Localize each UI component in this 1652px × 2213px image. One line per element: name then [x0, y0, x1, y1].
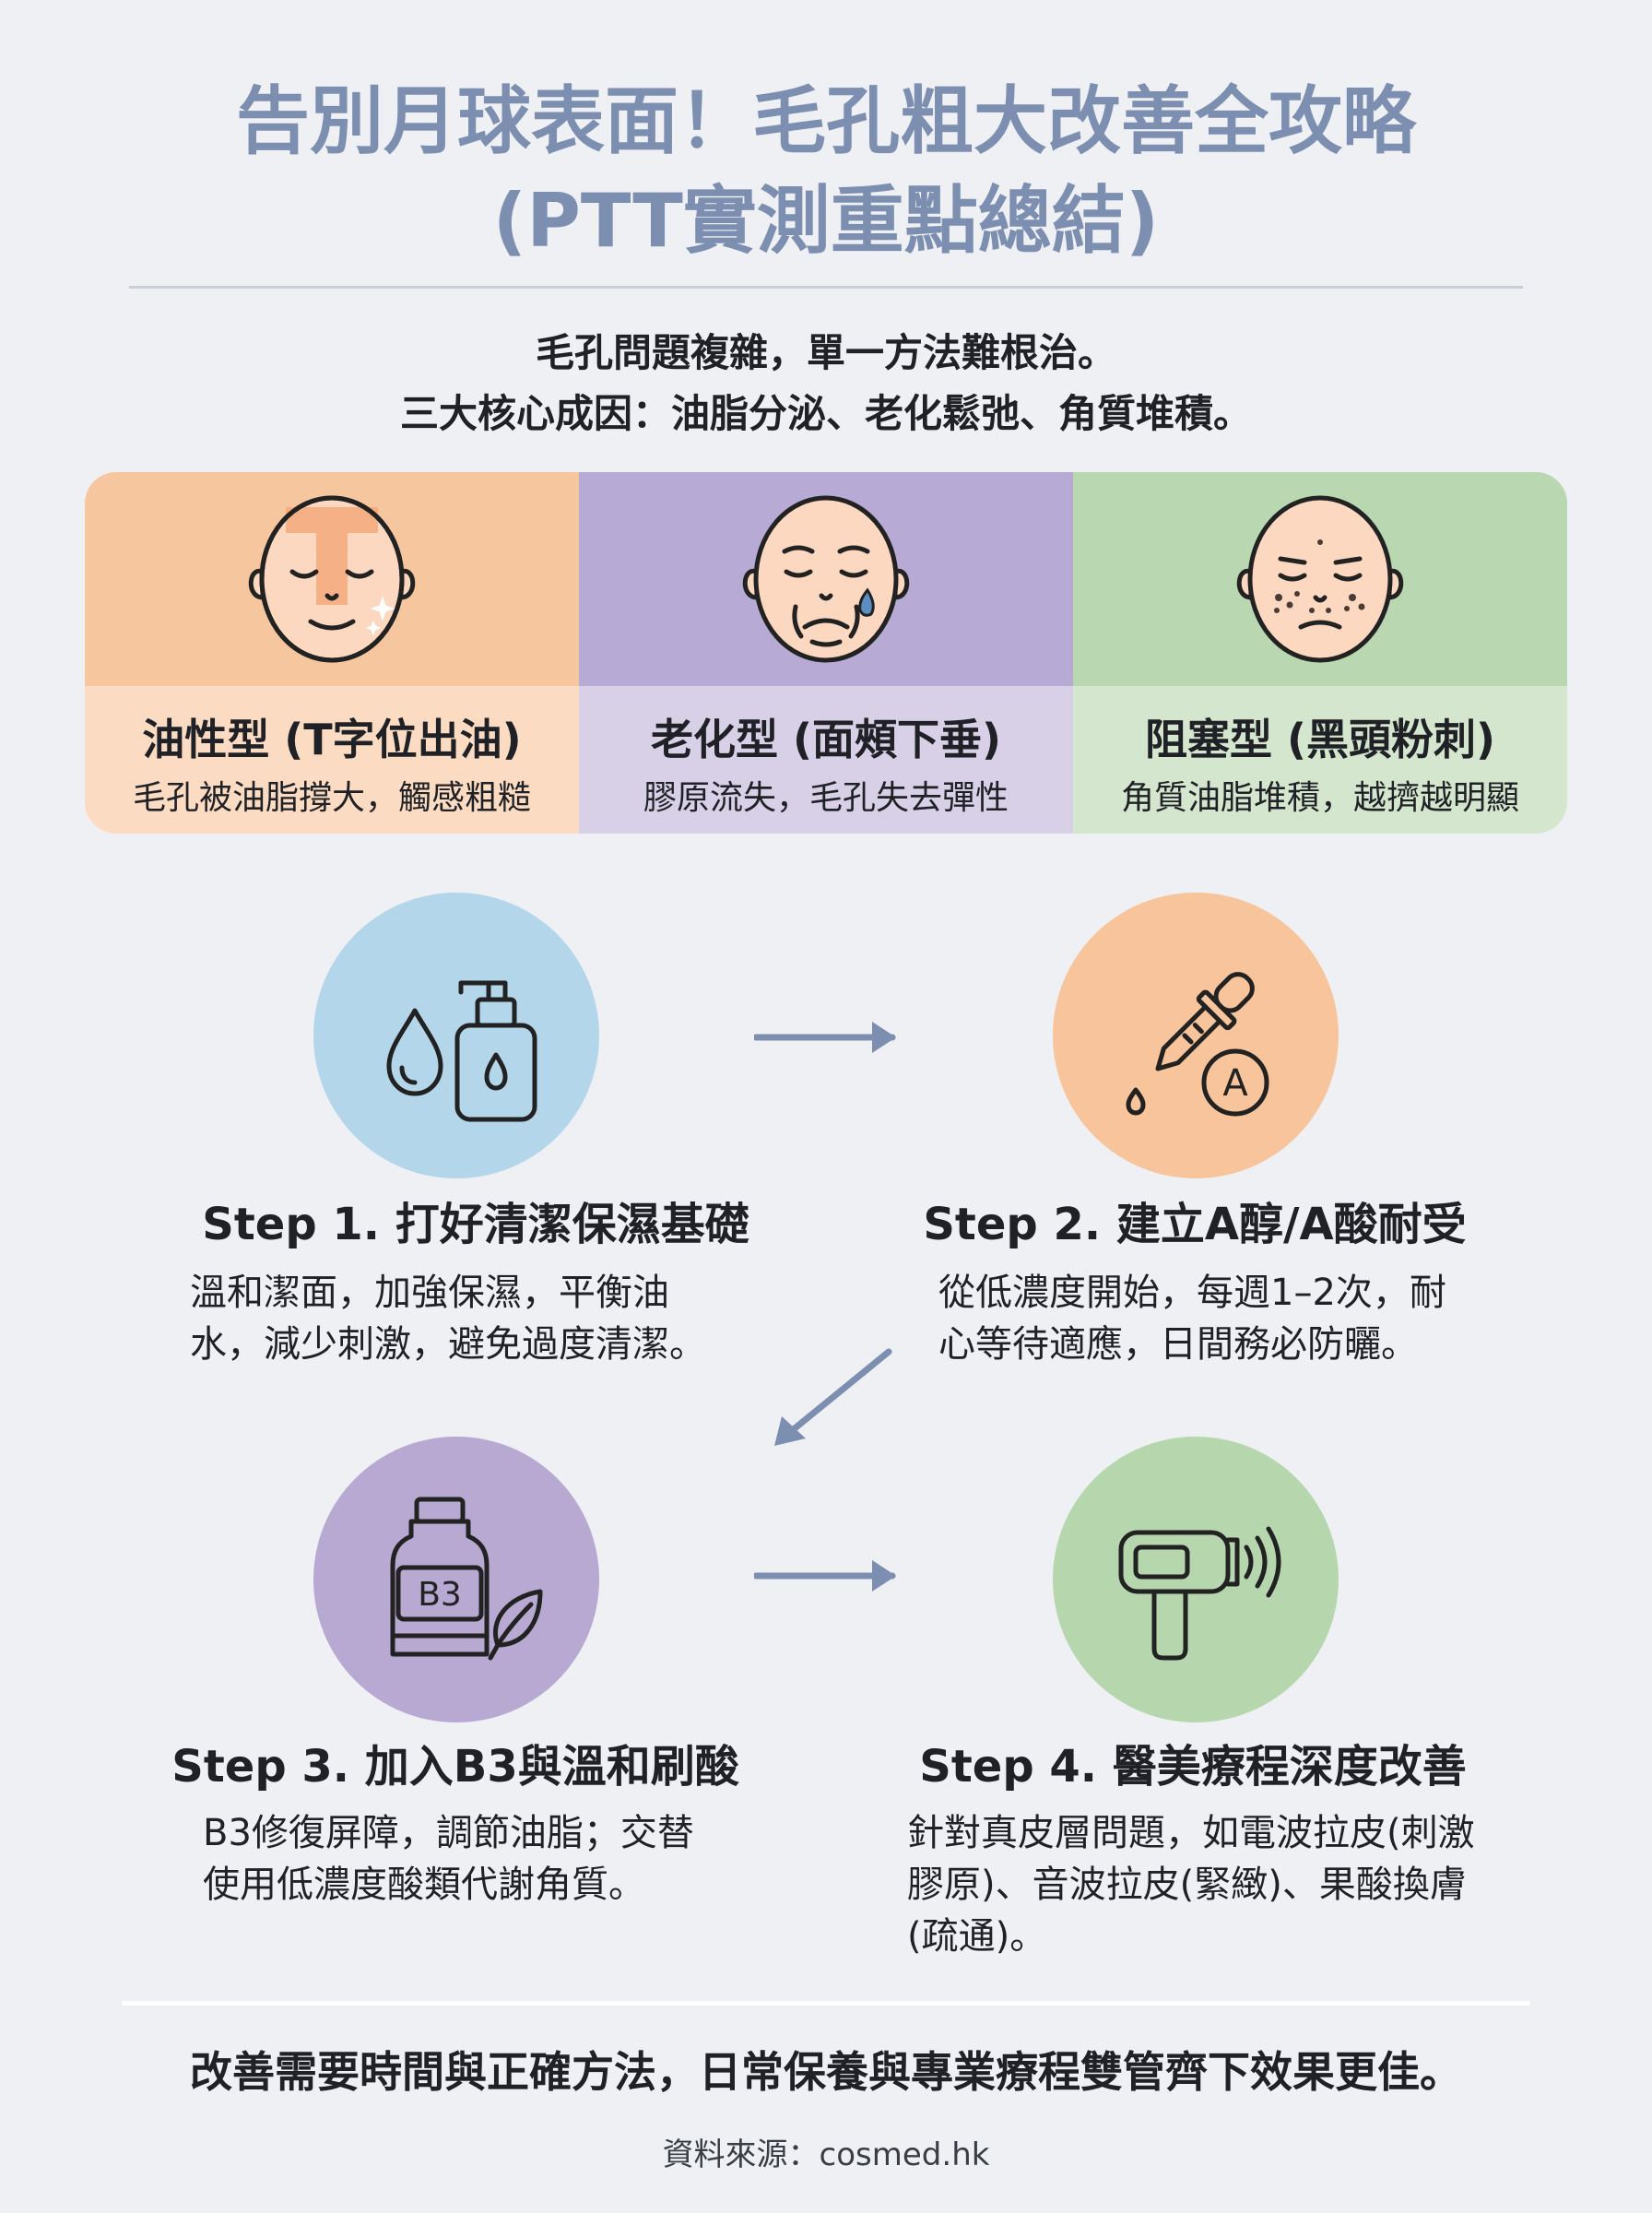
type-name: 油性型 (T字位出油) [142, 715, 522, 764]
arrow-right-icon [754, 1560, 896, 1592]
badge-text: A [1222, 1062, 1248, 1105]
oily-type-text: 油性型 (T字位出油) 毛孔被油脂撐大，觸感粗糙 [85, 686, 579, 834]
step-1-circle [313, 893, 599, 1178]
intro-line-1: 毛孔問題複雜，單一方法難根治。 [535, 330, 1116, 375]
type-desc: 膠原流失，毛孔失去彈性 [643, 779, 1009, 817]
step-3-title: Step 3. 加入B3與溫和刷酸 [171, 1741, 739, 1793]
step-4-title: Step 4. 醫美療程深度改善 [919, 1741, 1467, 1793]
type-desc: 角質油脂堆積，越擠越明顯 [1120, 779, 1519, 817]
step-1-desc-line-1: 溫和潔面，加強保濕，平衡油 [190, 1272, 669, 1314]
clogged-type-text: 阻塞型 (黑頭粉刺) 角質油脂堆積，越擠越明顯 [1073, 686, 1567, 834]
title-line-1: 告別月球表面！毛孔粗大改善全攻略 [236, 78, 1416, 164]
title-divider [129, 286, 1523, 289]
pore-type-clogged: 阻塞型 (黑頭粉刺) 角質油脂堆積，越擠越明顯 [1073, 472, 1567, 834]
pore-types-panel: 油性型 (T字位出油) 毛孔被油脂撐大，觸感粗糙 [85, 472, 1567, 834]
type-name: 阻塞型 (黑頭粉刺) [1144, 715, 1496, 764]
pore-type-oily: 油性型 (T字位出油) 毛孔被油脂撐大，觸感粗糙 [85, 472, 579, 834]
intro-line-2: 三大核心成因：油脂分泌、老化鬆弛、角質堆積。 [399, 391, 1252, 436]
step-1-title: Step 1. 打好清潔保濕基礎 [202, 1199, 749, 1250]
conclusion-text: 改善需要時間與正確方法，日常保養與專業療程雙管齊下效果更佳。 [190, 2047, 1462, 2097]
pore-type-aging: 老化型 (面頰下垂) 膠原流失，毛孔失去彈性 [579, 472, 1073, 834]
badge-text: B3 [418, 1576, 462, 1614]
step-1-desc: 溫和潔面，加強保濕，平衡油 水，減少刺激，避免過度清潔。 [190, 1267, 706, 1370]
b3-bottle-icon: B3 [390, 1497, 543, 1661]
step-4-circle [1053, 1437, 1339, 1722]
step-3-desc-line-2: 使用低濃度酸類代謝角質。 [203, 1864, 645, 1906]
aging-face-icon [579, 472, 1073, 686]
title-line-2: (PTT實測重點總結) [492, 178, 1160, 264]
oily-face-icon [85, 472, 579, 686]
ultrasound-device-icon [1118, 1526, 1281, 1661]
type-name: 老化型 (面頰下垂) [650, 715, 1002, 764]
step-4-desc-line-3: (疏通)。 [907, 1915, 1047, 1958]
step-2-desc-line-1: 從低濃度開始，每週1–2次，耐 [938, 1272, 1446, 1314]
arrow-right-icon [754, 1022, 896, 1053]
footer-divider [122, 2001, 1530, 2006]
dropper-icon: A [1126, 972, 1269, 1117]
step-3-desc: B3修復屏障，調節油脂；交替 使用低濃度酸類代謝角質。 [203, 1807, 694, 1911]
step-1-desc-line-2: 水，減少刺激，避免過度清潔。 [190, 1323, 706, 1366]
cleanser-bottle-icon [386, 980, 537, 1122]
arrow-down-left-icon [774, 1348, 892, 1446]
page-title: 告別月球表面！毛孔粗大改善全攻略 (PTT實測重點總結) [0, 72, 1652, 271]
source-credit: 資料來源：cosmed.hk [662, 2136, 990, 2173]
clogged-face-icon [1073, 472, 1567, 686]
step-3-desc-line-1: B3修復屏障，調節油脂；交替 [203, 1812, 694, 1854]
type-desc: 毛孔被油脂撐大，觸感粗糙 [132, 779, 531, 817]
step-3-circle: B3 [313, 1437, 599, 1722]
step-2-desc: 從低濃度開始，每週1–2次，耐 心等待適應，日間務必防曬。 [938, 1267, 1446, 1370]
step-4-desc: 針對真皮層問題，如電波拉皮(刺激 膠原)、音波拉皮(緊緻)、果酸換膚 (疏通)。 [907, 1807, 1475, 1962]
intro-text: 毛孔問題複雜，單一方法難根治。 三大核心成因：油脂分泌、老化鬆弛、角質堆積。 [0, 323, 1652, 444]
step-2-desc-line-2: 心等待適應，日間務必防曬。 [938, 1323, 1418, 1366]
step-2-title: Step 2. 建立A醇/A酸耐受 [923, 1199, 1467, 1250]
step-2-circle: A [1053, 893, 1339, 1178]
step-4-desc-line-2: 膠原)、音波拉皮(緊緻)、果酸換膚 [907, 1864, 1467, 1906]
aging-type-text: 老化型 (面頰下垂) 膠原流失，毛孔失去彈性 [579, 686, 1073, 834]
step-4-desc-line-1: 針對真皮層問題，如電波拉皮(刺激 [907, 1812, 1475, 1854]
